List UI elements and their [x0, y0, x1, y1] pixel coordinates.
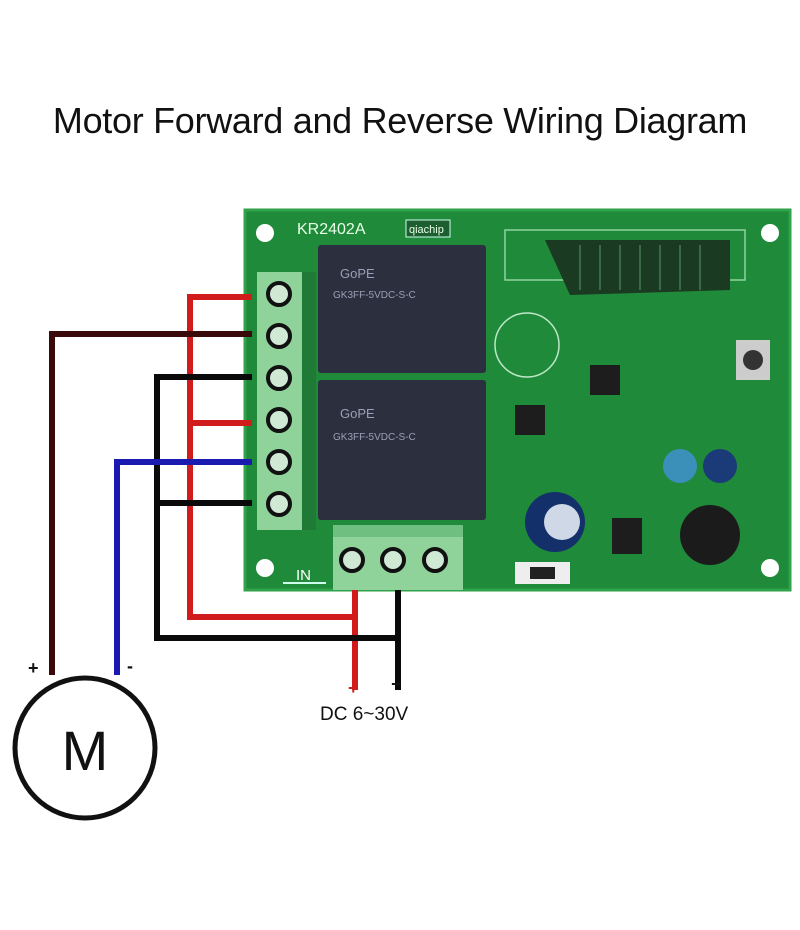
board-model-label: KR2402A	[297, 221, 366, 238]
mount-hole	[256, 559, 274, 577]
ic-chip	[590, 365, 620, 395]
ic-chip	[515, 405, 545, 435]
motor-minus-label: -	[127, 656, 133, 676]
antenna-coil	[545, 240, 730, 295]
svg-text:GoPE: GoPE	[340, 406, 375, 421]
svg-text:GK3FF-5VDC-S-C: GK3FF-5VDC-S-C	[333, 290, 416, 301]
mount-hole	[256, 224, 274, 242]
board-brand-label: qiachip	[409, 224, 444, 236]
wire-blue-motor-minus	[114, 459, 252, 675]
power-terminal-block	[333, 525, 463, 590]
wires	[49, 294, 401, 690]
power-voltage-label: DC 6~30V	[320, 704, 409, 725]
relay-board: KR2402A qiachip GoPE GK3FF-5VDC-S-C GoPE…	[243, 208, 792, 592]
input-label: IN	[296, 567, 311, 584]
mount-hole	[761, 559, 779, 577]
svg-text:GoPE: GoPE	[340, 266, 375, 281]
motor-circle	[12, 675, 158, 821]
wire-red-supply	[187, 294, 355, 620]
relay-top: GoPE GK3FF-5VDC-S-C	[318, 245, 486, 373]
power-minus-label: −	[391, 674, 402, 694]
diagram-title: Motor Forward and Reverse Wiring Diagram	[52, 100, 748, 141]
motor-label: M	[62, 719, 109, 782]
relay-bottom: GoPE GK3FF-5VDC-S-C	[318, 380, 486, 520]
wire-black-ground	[154, 374, 398, 641]
capacitor	[663, 449, 697, 483]
ic-chip	[612, 518, 642, 554]
power-plus-label: +	[348, 678, 359, 698]
capacitor	[703, 449, 737, 483]
motor-symbol: M + -	[12, 656, 158, 821]
wire-brown-motor-plus	[49, 331, 252, 675]
svg-text:GK3FF-5VDC-S-C: GK3FF-5VDC-S-C	[333, 432, 416, 443]
output-terminal-block	[257, 272, 316, 530]
motor-plus-label: +	[28, 658, 39, 678]
inductor	[680, 505, 740, 565]
mount-hole	[761, 224, 779, 242]
